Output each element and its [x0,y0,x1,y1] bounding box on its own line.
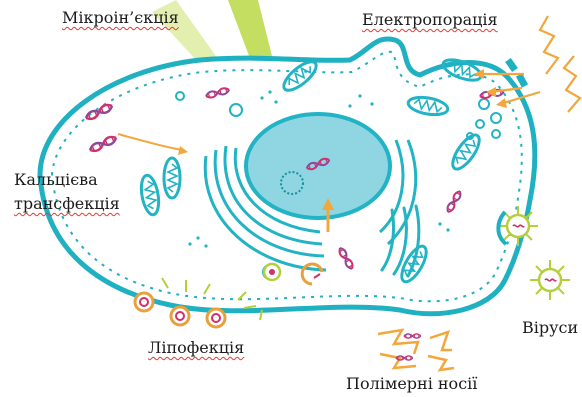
nucleus [246,114,390,218]
label-microinjection: Мікроін’єкція [62,8,179,27]
label-viruses: Віруси [522,318,578,337]
label-electroporation: Електропорація [362,10,498,29]
label-lipofection: Ліпофекція [148,338,244,357]
label-calcium-line1: Кальцієва [14,170,98,189]
label-polymer-carriers: Полімерні носії [346,374,477,393]
label-calcium-line2: трансфекція [14,194,120,213]
polymer-carriers [378,330,454,370]
